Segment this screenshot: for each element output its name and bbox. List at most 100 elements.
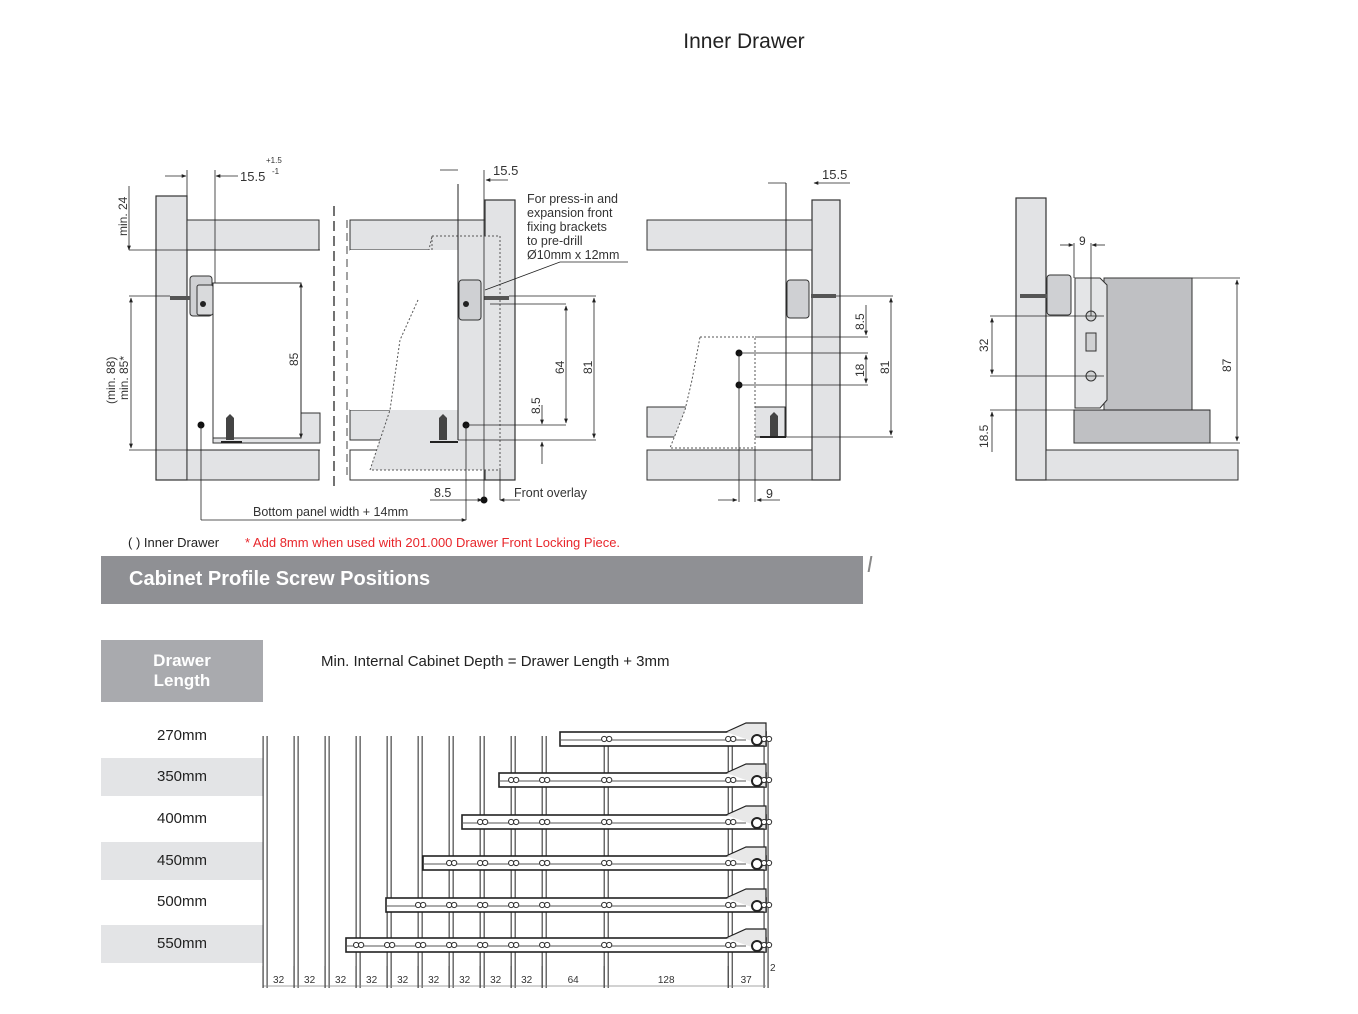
screw-hole <box>451 859 458 867</box>
screw-hole <box>765 818 773 826</box>
screw-hole <box>606 818 613 826</box>
screw-hole <box>544 941 551 949</box>
svg-text:15.5: 15.5 <box>822 167 847 182</box>
end-offset-label: 2 <box>770 963 776 974</box>
screw-hole <box>725 776 732 784</box>
screw-hole <box>508 941 515 949</box>
front-overlay-label: Front overlay <box>514 486 588 500</box>
screw-hole <box>477 941 484 949</box>
screw-icon <box>439 414 447 440</box>
rail-wheel-icon <box>751 734 763 746</box>
rail-wheel-icon <box>751 817 763 829</box>
fixing-note-line: For press-in and <box>527 192 618 206</box>
screw-hole <box>451 901 458 909</box>
screw-hole <box>606 941 613 949</box>
spacing-label: 32 <box>304 975 316 986</box>
screw-icon <box>484 296 509 300</box>
spacing-label: 32 <box>521 975 533 986</box>
screw-hole <box>760 735 768 743</box>
svg-text:18: 18 <box>853 363 867 377</box>
drawer-length-row: 400mm <box>156 810 208 827</box>
screw-icon <box>811 294 836 298</box>
svg-text:+1.5: +1.5 <box>266 156 282 165</box>
section-title: Cabinet Profile Screw Positions <box>129 568 431 590</box>
screw-hole <box>606 859 613 867</box>
screw-hole <box>358 941 365 949</box>
inner-drawer-note: ( ) Inner Drawer <box>128 535 220 550</box>
screw-hole <box>760 901 768 909</box>
screw-hole <box>725 735 732 743</box>
screw-hole <box>544 859 551 867</box>
cabinet-rail-500mm <box>385 897 767 913</box>
spacing-label: 32 <box>366 975 378 986</box>
diagram-rear-bracket: 9 32 87 18.5 <box>977 197 1240 481</box>
screw-hole <box>539 776 546 784</box>
spacing-label: 32 <box>397 975 409 986</box>
screw-hole <box>760 859 768 867</box>
cabinet-depth-formula: Min. Internal Cabinet Depth = Drawer Len… <box>321 653 670 670</box>
drawer-length-row: 450mm <box>101 842 263 880</box>
screw-hole <box>420 901 427 909</box>
screw-hole <box>730 941 737 949</box>
drawer-length-row: 350mm <box>101 758 263 796</box>
screw-hole <box>601 901 608 909</box>
spacing-label: 32 <box>335 975 347 986</box>
svg-text:8.5: 8.5 <box>853 313 867 330</box>
screw-icon <box>1020 294 1047 298</box>
svg-text:87: 87 <box>1220 358 1234 372</box>
screw-hole <box>415 941 422 949</box>
cabinet-side-panel <box>811 199 841 481</box>
screw-hole <box>420 941 427 949</box>
screw-hole <box>601 776 608 784</box>
spacing-label: 37 <box>741 975 753 986</box>
rail-wheel-icon <box>751 900 763 912</box>
screw-hole <box>725 941 732 949</box>
screw-hole <box>539 818 546 826</box>
spacing-label: 32 <box>428 975 440 986</box>
screw-hole <box>606 901 613 909</box>
screw-hole <box>482 941 489 949</box>
dim-label: 15.5 <box>240 169 265 184</box>
screw-hole <box>725 859 732 867</box>
screw-hole <box>601 941 608 949</box>
screw-icon <box>170 296 190 300</box>
fixing-note-line: expansion front <box>527 206 613 220</box>
screw-hole <box>477 901 484 909</box>
screw-hole <box>601 818 608 826</box>
warning-note: * Add 8mm when used with 201.000 Drawer … <box>245 535 621 550</box>
spacing-label: 128 <box>658 975 675 986</box>
screw-hole <box>446 901 453 909</box>
diagram-rear-fixing: 15.5 8.5 18 81 9 <box>646 167 893 502</box>
drawer-length-row: 270mm <box>156 727 208 744</box>
screw-hole <box>513 859 520 867</box>
screw-hole <box>730 776 737 784</box>
svg-text:81: 81 <box>878 360 892 374</box>
screw-hole <box>415 901 422 909</box>
screw-hole <box>482 901 489 909</box>
dim-label: min. 24 <box>116 196 130 236</box>
screw-hole <box>760 941 768 949</box>
screw-hole <box>765 901 773 909</box>
installation-diagrams: 15.5 +1.5 -1 min. 24 85 (min. 88) min. 8… <box>104 156 1240 522</box>
screw-hole <box>606 735 613 743</box>
diagram-front-fixing: 15.5 For press-in and expansion front fi… <box>349 163 628 520</box>
screw-hole <box>508 776 515 784</box>
svg-text:9: 9 <box>766 487 773 501</box>
screw-hole <box>730 859 737 867</box>
dim-label: (min. 88) <box>104 357 118 404</box>
screw-hole <box>513 818 520 826</box>
screw-hole <box>730 818 737 826</box>
screw-hole <box>353 941 360 949</box>
cabinet-rail-550mm <box>345 937 767 953</box>
dim-label: min. 85* <box>117 356 131 400</box>
screw-hole <box>544 818 551 826</box>
cabinet-rail-400mm <box>461 814 767 830</box>
drawer-length-row: 500mm <box>156 893 208 910</box>
fixing-note-line: fixing brackets <box>527 220 607 234</box>
screw-hole <box>725 818 732 826</box>
screw-hole <box>539 859 546 867</box>
drawer-length-row: 550mm <box>101 925 263 963</box>
screw-hole <box>730 901 737 909</box>
screw-hole <box>508 859 515 867</box>
